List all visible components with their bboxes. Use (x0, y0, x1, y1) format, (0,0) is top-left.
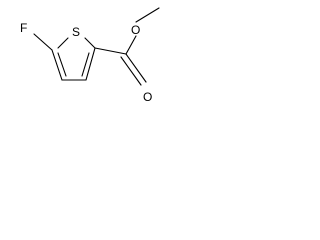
bond-c4-c5-inner (57, 52, 67, 77)
carbonyl-oxygen-label: O (143, 90, 152, 104)
bond-c5-s (57, 37, 69, 49)
bond-ester-o-methyl (135, 7, 160, 23)
bond-s-c2 (84, 37, 96, 49)
bond-c5-f (33, 33, 53, 51)
bond-c2-carbonyl (94, 47, 127, 55)
fluorine-label: F (20, 21, 27, 35)
molecule-structure: F S O O (20, 7, 160, 104)
sulfur-label: S (72, 25, 80, 39)
bond-c2-c3 (85, 47, 96, 81)
bond-carbonyl-ester-o (125, 35, 137, 55)
ester-oxygen-label: O (131, 23, 140, 37)
bond-c4-c5 (51, 49, 63, 81)
bond-carbonyl-double-1 (125, 53, 147, 83)
bond-c2-c3-inner (81, 52, 90, 77)
bond-carbonyl-double-2 (120, 56, 142, 86)
